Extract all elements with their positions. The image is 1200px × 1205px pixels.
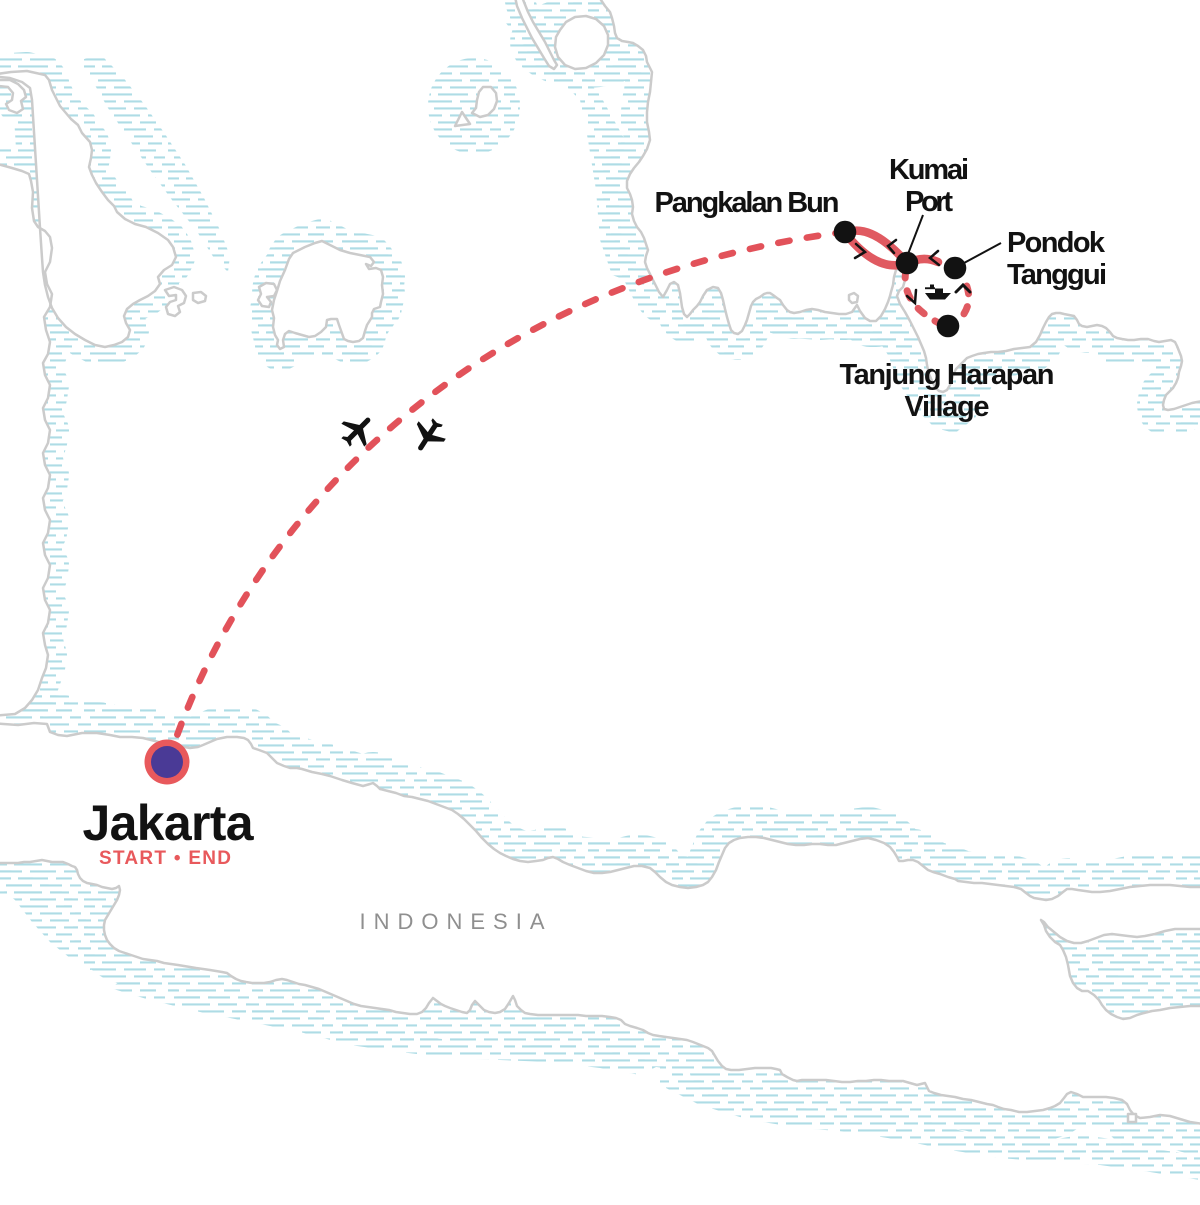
svg-text:Kumai: Kumai: [889, 154, 969, 186]
svg-text:Jakarta: Jakarta: [83, 795, 255, 851]
svg-text:INDONESIA: INDONESIA: [360, 909, 553, 934]
svg-text:Pangkalan Bun: Pangkalan Bun: [655, 187, 840, 219]
svg-text:Pondok: Pondok: [1007, 227, 1106, 259]
svg-text:Tanjung Harapan: Tanjung Harapan: [840, 359, 1055, 391]
svg-text:Tanggui: Tanggui: [1007, 259, 1107, 291]
svg-text:START • END: START • END: [99, 848, 233, 869]
svg-text:Port: Port: [905, 186, 953, 218]
svg-text:Village: Village: [905, 391, 990, 423]
